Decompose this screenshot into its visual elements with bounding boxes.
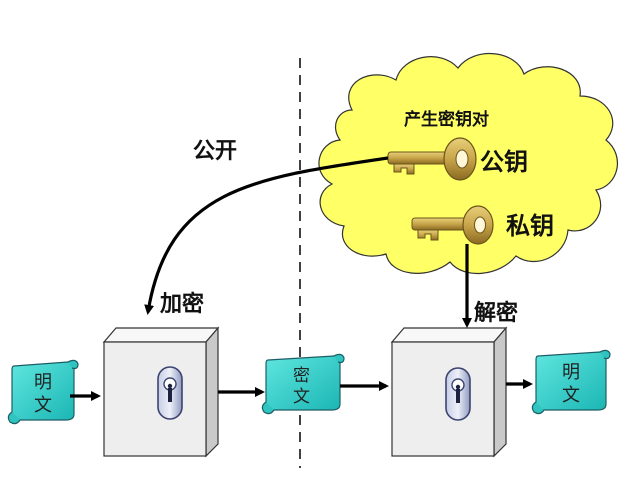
cloud-title: 产生密钥对 bbox=[404, 109, 489, 130]
public-key-label: 公钥 bbox=[480, 148, 528, 176]
publish-label: 公开 bbox=[193, 139, 237, 164]
encrypt-label: 加密 bbox=[159, 291, 204, 317]
ciphertext-scroll bbox=[261, 353, 345, 415]
plaintext-input-char-1: 明 bbox=[34, 372, 52, 393]
private-key-label: 私钥 bbox=[506, 212, 554, 240]
plaintext-input-char-2: 文 bbox=[34, 395, 52, 416]
encrypt-lock-icon bbox=[157, 366, 183, 420]
decrypt-lock-icon bbox=[445, 367, 471, 421]
plaintext-output-scroll bbox=[531, 349, 611, 415]
encrypt-box bbox=[102, 326, 220, 458]
decrypt-box bbox=[390, 326, 508, 458]
plaintext-output-char-2: 文 bbox=[562, 385, 580, 406]
plaintext-output-char-1: 明 bbox=[562, 362, 580, 383]
public-key-icon bbox=[387, 137, 477, 181]
decrypt-label: 解密 bbox=[474, 300, 518, 326]
plaintext-input-scroll bbox=[7, 359, 79, 425]
private-key-icon bbox=[411, 205, 494, 245]
ciphertext-char-2: 文 bbox=[293, 387, 310, 407]
ciphertext-char-1: 密 bbox=[293, 366, 310, 386]
public-key-arrow bbox=[144, 156, 389, 315]
